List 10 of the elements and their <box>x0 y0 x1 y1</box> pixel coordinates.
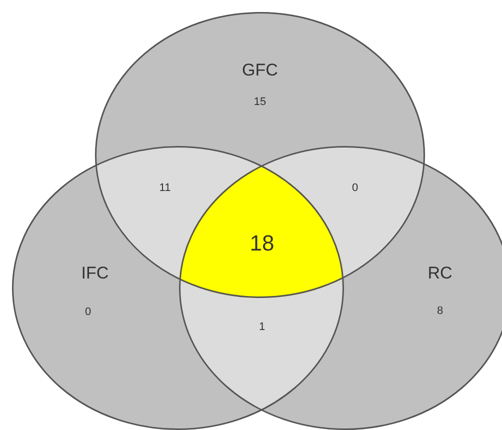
set-name: IFC <box>81 262 109 284</box>
region-count: 0 <box>352 180 358 196</box>
set-name: RC <box>428 262 452 284</box>
set-name: GFC <box>242 59 278 82</box>
set-count: 8 <box>436 304 444 319</box>
set-count: 15 <box>254 94 266 110</box>
region-count: 18 <box>250 230 274 258</box>
region-count: 11 <box>159 180 171 196</box>
set-count: 0 <box>84 304 92 320</box>
region-count: 1 <box>258 320 266 335</box>
